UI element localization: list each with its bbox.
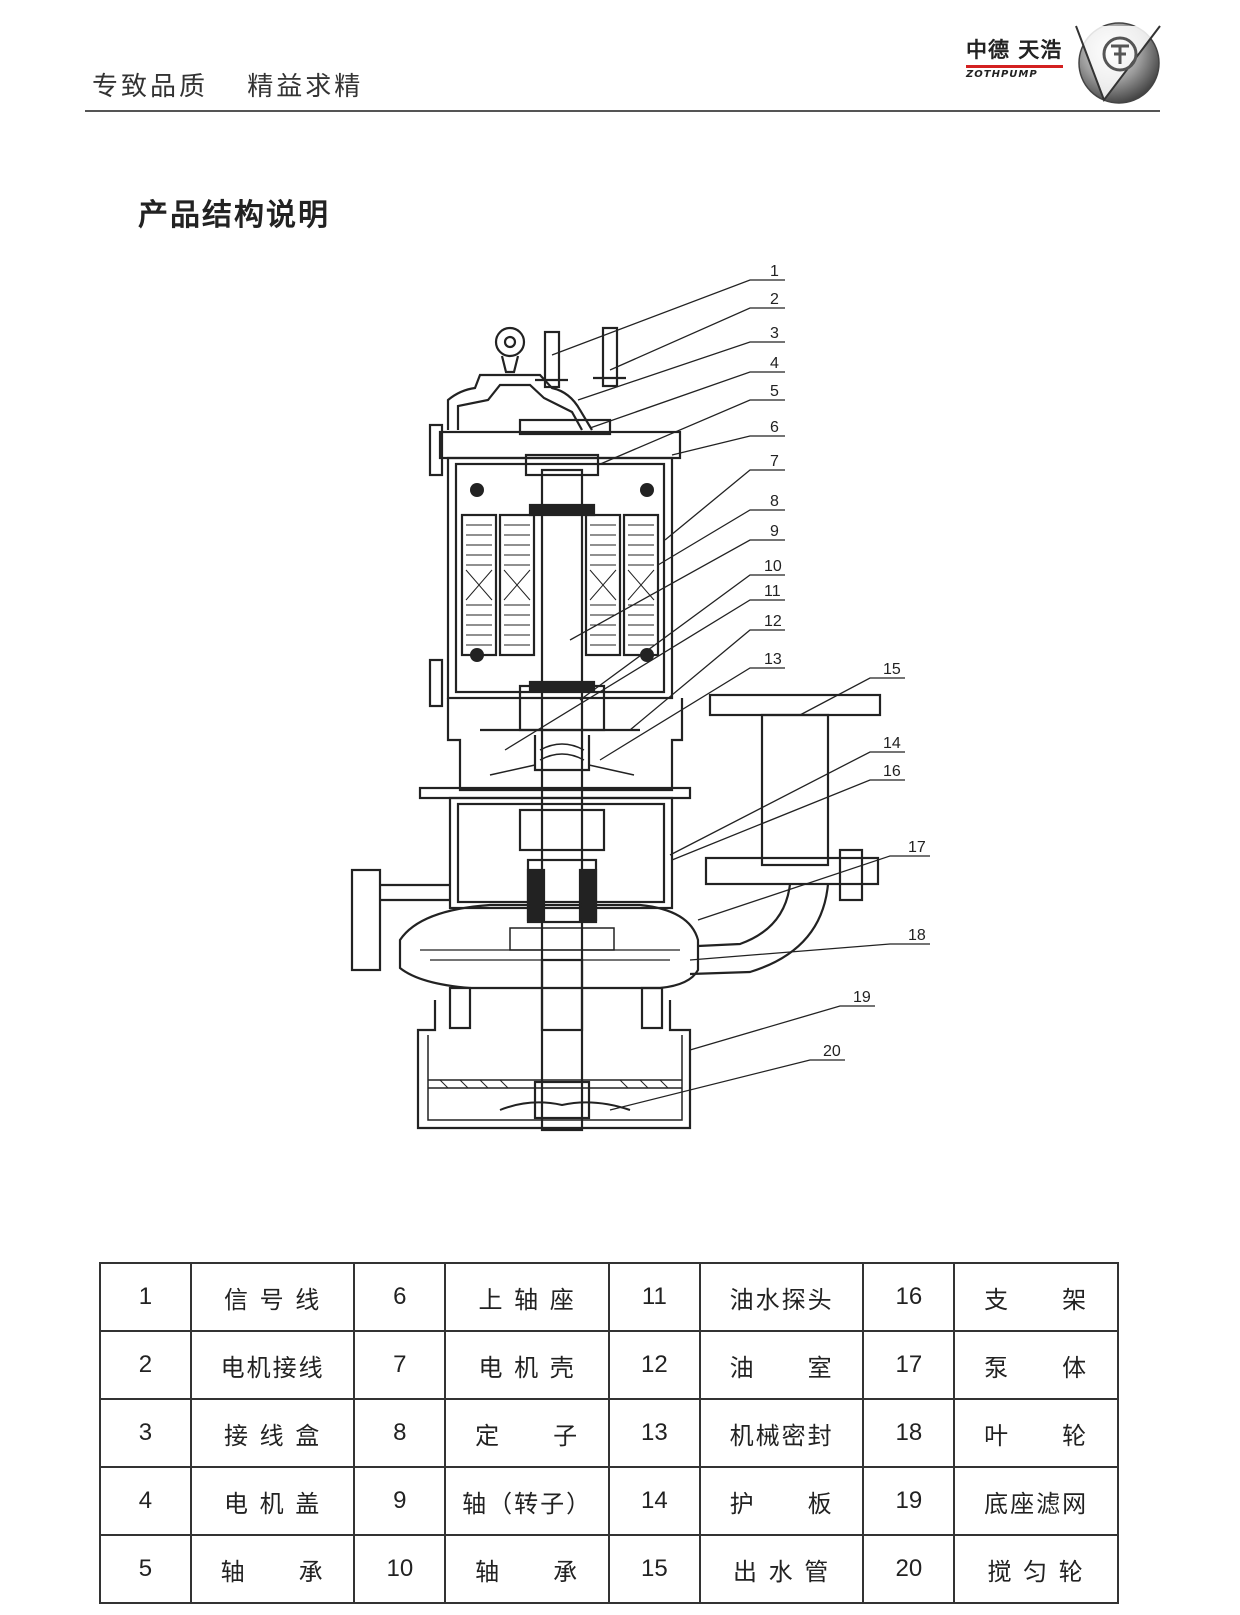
part-number-cell: 20 bbox=[862, 1534, 956, 1604]
part-name-cell: 支 架 bbox=[953, 1262, 1119, 1332]
part-number-cell: 12 bbox=[607, 1330, 701, 1400]
part-name-cell: 护 板 bbox=[698, 1466, 865, 1536]
callout-16: 16 bbox=[883, 763, 901, 780]
slogan-quality: 专致品质 bbox=[92, 72, 209, 102]
part-name-cell: 油水探头 bbox=[698, 1262, 865, 1332]
callout-3: 3 bbox=[770, 325, 779, 342]
part-number-cell: 4 bbox=[99, 1466, 192, 1536]
callout-19: 19 bbox=[853, 989, 871, 1006]
callout-13: 13 bbox=[764, 651, 782, 668]
part-name-cell: 电 机 盖 bbox=[189, 1466, 356, 1536]
callout-12: 12 bbox=[764, 613, 782, 630]
callout-9: 9 bbox=[770, 523, 779, 540]
part-number-cell: 6 bbox=[353, 1262, 447, 1332]
part-number-cell: 18 bbox=[862, 1398, 956, 1468]
callout-15: 15 bbox=[883, 661, 901, 678]
callout-5: 5 bbox=[770, 383, 779, 400]
callout-8: 8 bbox=[770, 493, 779, 510]
company-logo-icon bbox=[1075, 22, 1161, 104]
part-name-cell: 信 号 线 bbox=[189, 1262, 356, 1332]
part-name-cell: 轴 承 bbox=[189, 1534, 356, 1604]
callout-2: 2 bbox=[770, 291, 779, 308]
callout-11: 11 bbox=[764, 583, 781, 600]
part-number-cell: 7 bbox=[353, 1330, 447, 1400]
part-number-cell: 8 bbox=[353, 1398, 447, 1468]
part-number-cell: 5 bbox=[99, 1534, 192, 1604]
callout-7: 7 bbox=[770, 453, 779, 470]
part-name-cell: 出 水 管 bbox=[698, 1534, 865, 1604]
callout-20: 20 bbox=[823, 1043, 841, 1060]
header-divider bbox=[85, 110, 1160, 112]
part-name-cell: 叶 轮 bbox=[953, 1398, 1119, 1468]
part-name-cell: 轴 承 bbox=[444, 1534, 610, 1604]
part-number-cell: 16 bbox=[862, 1262, 956, 1332]
part-number-cell: 1 bbox=[99, 1262, 192, 1332]
callout-1: 1 bbox=[770, 263, 779, 280]
part-name-cell: 底座滤网 bbox=[953, 1466, 1119, 1536]
part-name-cell: 电 机 壳 bbox=[444, 1330, 610, 1400]
part-number-cell: 15 bbox=[607, 1534, 701, 1604]
part-number-cell: 13 bbox=[607, 1398, 701, 1468]
part-name-cell: 轴（转子） bbox=[444, 1466, 610, 1536]
brand-name-cn: 中德 天浩 bbox=[966, 38, 1063, 62]
part-number-cell: 19 bbox=[862, 1466, 956, 1536]
part-number-cell: 14 bbox=[607, 1466, 701, 1536]
part-number-cell: 10 bbox=[353, 1534, 447, 1604]
brand-block: 中德 天浩 ZOTHPUMP bbox=[966, 34, 1063, 80]
part-name-cell: 电机接线 bbox=[189, 1330, 356, 1400]
part-number-cell: 11 bbox=[607, 1262, 701, 1332]
part-number-cell: 9 bbox=[353, 1466, 447, 1536]
callout-10: 10 bbox=[764, 558, 782, 575]
part-name-cell: 油 室 bbox=[698, 1330, 865, 1400]
part-number-cell: 17 bbox=[862, 1330, 956, 1400]
callout-14: 14 bbox=[883, 735, 901, 752]
part-name-cell: 定 子 bbox=[444, 1398, 610, 1468]
callout-6: 6 bbox=[770, 419, 779, 436]
header-slogan: 专致品质 精益求精 bbox=[92, 66, 363, 103]
part-name-cell: 泵 体 bbox=[953, 1330, 1119, 1400]
brand-red-rule bbox=[966, 65, 1063, 68]
part-name-cell: 机械密封 bbox=[698, 1398, 865, 1468]
section-title: 产品结构说明 bbox=[138, 198, 330, 233]
part-name-cell: 接 线 盒 bbox=[189, 1398, 356, 1468]
part-name-cell: 上 轴 座 bbox=[444, 1262, 610, 1332]
part-number-cell: 3 bbox=[99, 1398, 192, 1468]
part-number-cell: 2 bbox=[99, 1330, 192, 1400]
callout-17: 17 bbox=[908, 839, 926, 856]
pump-cross-section-diagram: 1 2 3 4 5 6 7 8 9 10 11 12 13 15 14 16 1… bbox=[350, 263, 930, 1132]
callout-4: 4 bbox=[770, 355, 779, 372]
brand-name-en: ZOTHPUMP bbox=[966, 69, 1038, 80]
part-name-cell: 搅 匀 轮 bbox=[953, 1534, 1119, 1604]
slogan-excellence: 精益求精 bbox=[247, 72, 364, 102]
callout-18: 18 bbox=[908, 927, 926, 944]
